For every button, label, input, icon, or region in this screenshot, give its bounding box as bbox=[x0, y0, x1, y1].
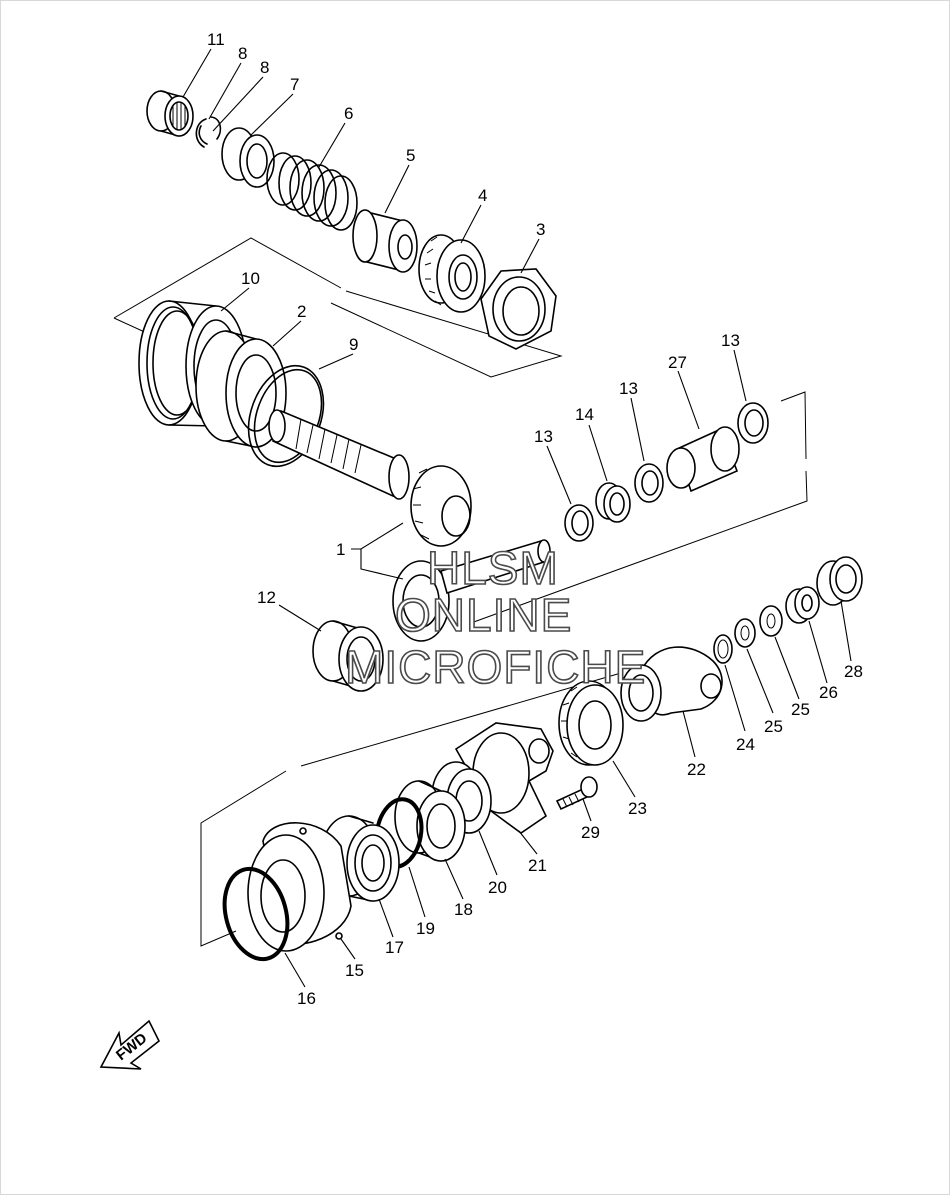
gasket-21 bbox=[454, 722, 554, 834]
o-ring-16 bbox=[222, 866, 290, 962]
sprocket-23 bbox=[558, 680, 624, 766]
group-frame-lower bbox=[200, 672, 622, 947]
callout-17: 17 bbox=[385, 938, 404, 957]
watermark: HLSM ONLINE MICROFICHE bbox=[344, 541, 646, 694]
callout-labels: 11 8 8 7 6 5 4 3 10 2 9 27 13 13 14 13 1… bbox=[207, 30, 863, 1008]
callout-23: 23 bbox=[628, 799, 647, 818]
washer-7 bbox=[221, 127, 275, 188]
group-frame-right bbox=[470, 391, 808, 624]
watermark-line-3: MICROFICHE bbox=[345, 641, 646, 693]
callout-27: 27 bbox=[668, 353, 687, 372]
watermark-line-1: HLSM bbox=[427, 542, 559, 594]
washer-25-a bbox=[734, 618, 756, 648]
bushing-14 bbox=[595, 482, 631, 523]
callout-7: 7 bbox=[290, 75, 299, 94]
callout-8-b: 8 bbox=[260, 58, 269, 77]
nut-26 bbox=[785, 586, 820, 624]
callout-14: 14 bbox=[575, 405, 594, 424]
callout-4: 4 bbox=[478, 186, 487, 205]
spring-6 bbox=[266, 152, 358, 231]
needle-bearing-11 bbox=[146, 90, 194, 137]
drive-shaft-1-lower bbox=[392, 539, 551, 642]
watermark-line-2: ONLINE bbox=[395, 589, 572, 641]
washer-25-b bbox=[759, 605, 783, 637]
bolt-29 bbox=[555, 776, 598, 811]
callout-19: 19 bbox=[416, 919, 435, 938]
fwd-arrow-icon: FWD bbox=[99, 1019, 161, 1070]
callout-5: 5 bbox=[406, 146, 415, 165]
yoke-22 bbox=[620, 646, 723, 722]
housing-15 bbox=[247, 822, 352, 952]
circlip-8 bbox=[195, 116, 222, 148]
callout-13-b: 13 bbox=[619, 379, 638, 398]
callout-22: 22 bbox=[687, 760, 706, 779]
callout-1: 1 bbox=[336, 540, 345, 559]
forward-gear-4 bbox=[418, 234, 486, 313]
callout-26: 26 bbox=[819, 683, 838, 702]
callout-13-a: 13 bbox=[721, 331, 740, 350]
callout-8-a: 8 bbox=[238, 44, 247, 63]
callout-16: 16 bbox=[297, 989, 316, 1008]
callout-6: 6 bbox=[344, 104, 353, 123]
callout-29: 29 bbox=[581, 823, 600, 842]
callout-24: 24 bbox=[736, 735, 755, 754]
drive-shaft-1 bbox=[268, 409, 472, 547]
callout-18: 18 bbox=[454, 900, 473, 919]
hex-nut-3 bbox=[480, 268, 557, 350]
shim-13-a bbox=[564, 504, 594, 542]
washer-24 bbox=[713, 634, 733, 664]
callout-2: 2 bbox=[297, 302, 306, 321]
callout-3: 3 bbox=[536, 220, 545, 239]
needle-bearing-12 bbox=[312, 620, 384, 692]
callout-15: 15 bbox=[345, 961, 364, 980]
shim-13-b bbox=[634, 463, 664, 503]
callout-20: 20 bbox=[488, 878, 507, 897]
callout-11: 11 bbox=[207, 30, 225, 49]
spacer-27 bbox=[666, 426, 740, 493]
callout-13-c: 13 bbox=[534, 427, 553, 446]
callout-21: 21 bbox=[528, 856, 547, 875]
shim-13-c bbox=[737, 402, 769, 444]
callout-28: 28 bbox=[844, 662, 863, 681]
clutch-dog-5 bbox=[352, 209, 418, 273]
callout-9: 9 bbox=[349, 335, 358, 354]
callout-25-b: 25 bbox=[764, 717, 783, 736]
callout-10: 10 bbox=[241, 269, 260, 288]
callout-12: 12 bbox=[257, 588, 276, 607]
leader-lines bbox=[182, 48, 852, 988]
cap-28 bbox=[816, 556, 863, 606]
callout-25-a: 25 bbox=[791, 700, 810, 719]
